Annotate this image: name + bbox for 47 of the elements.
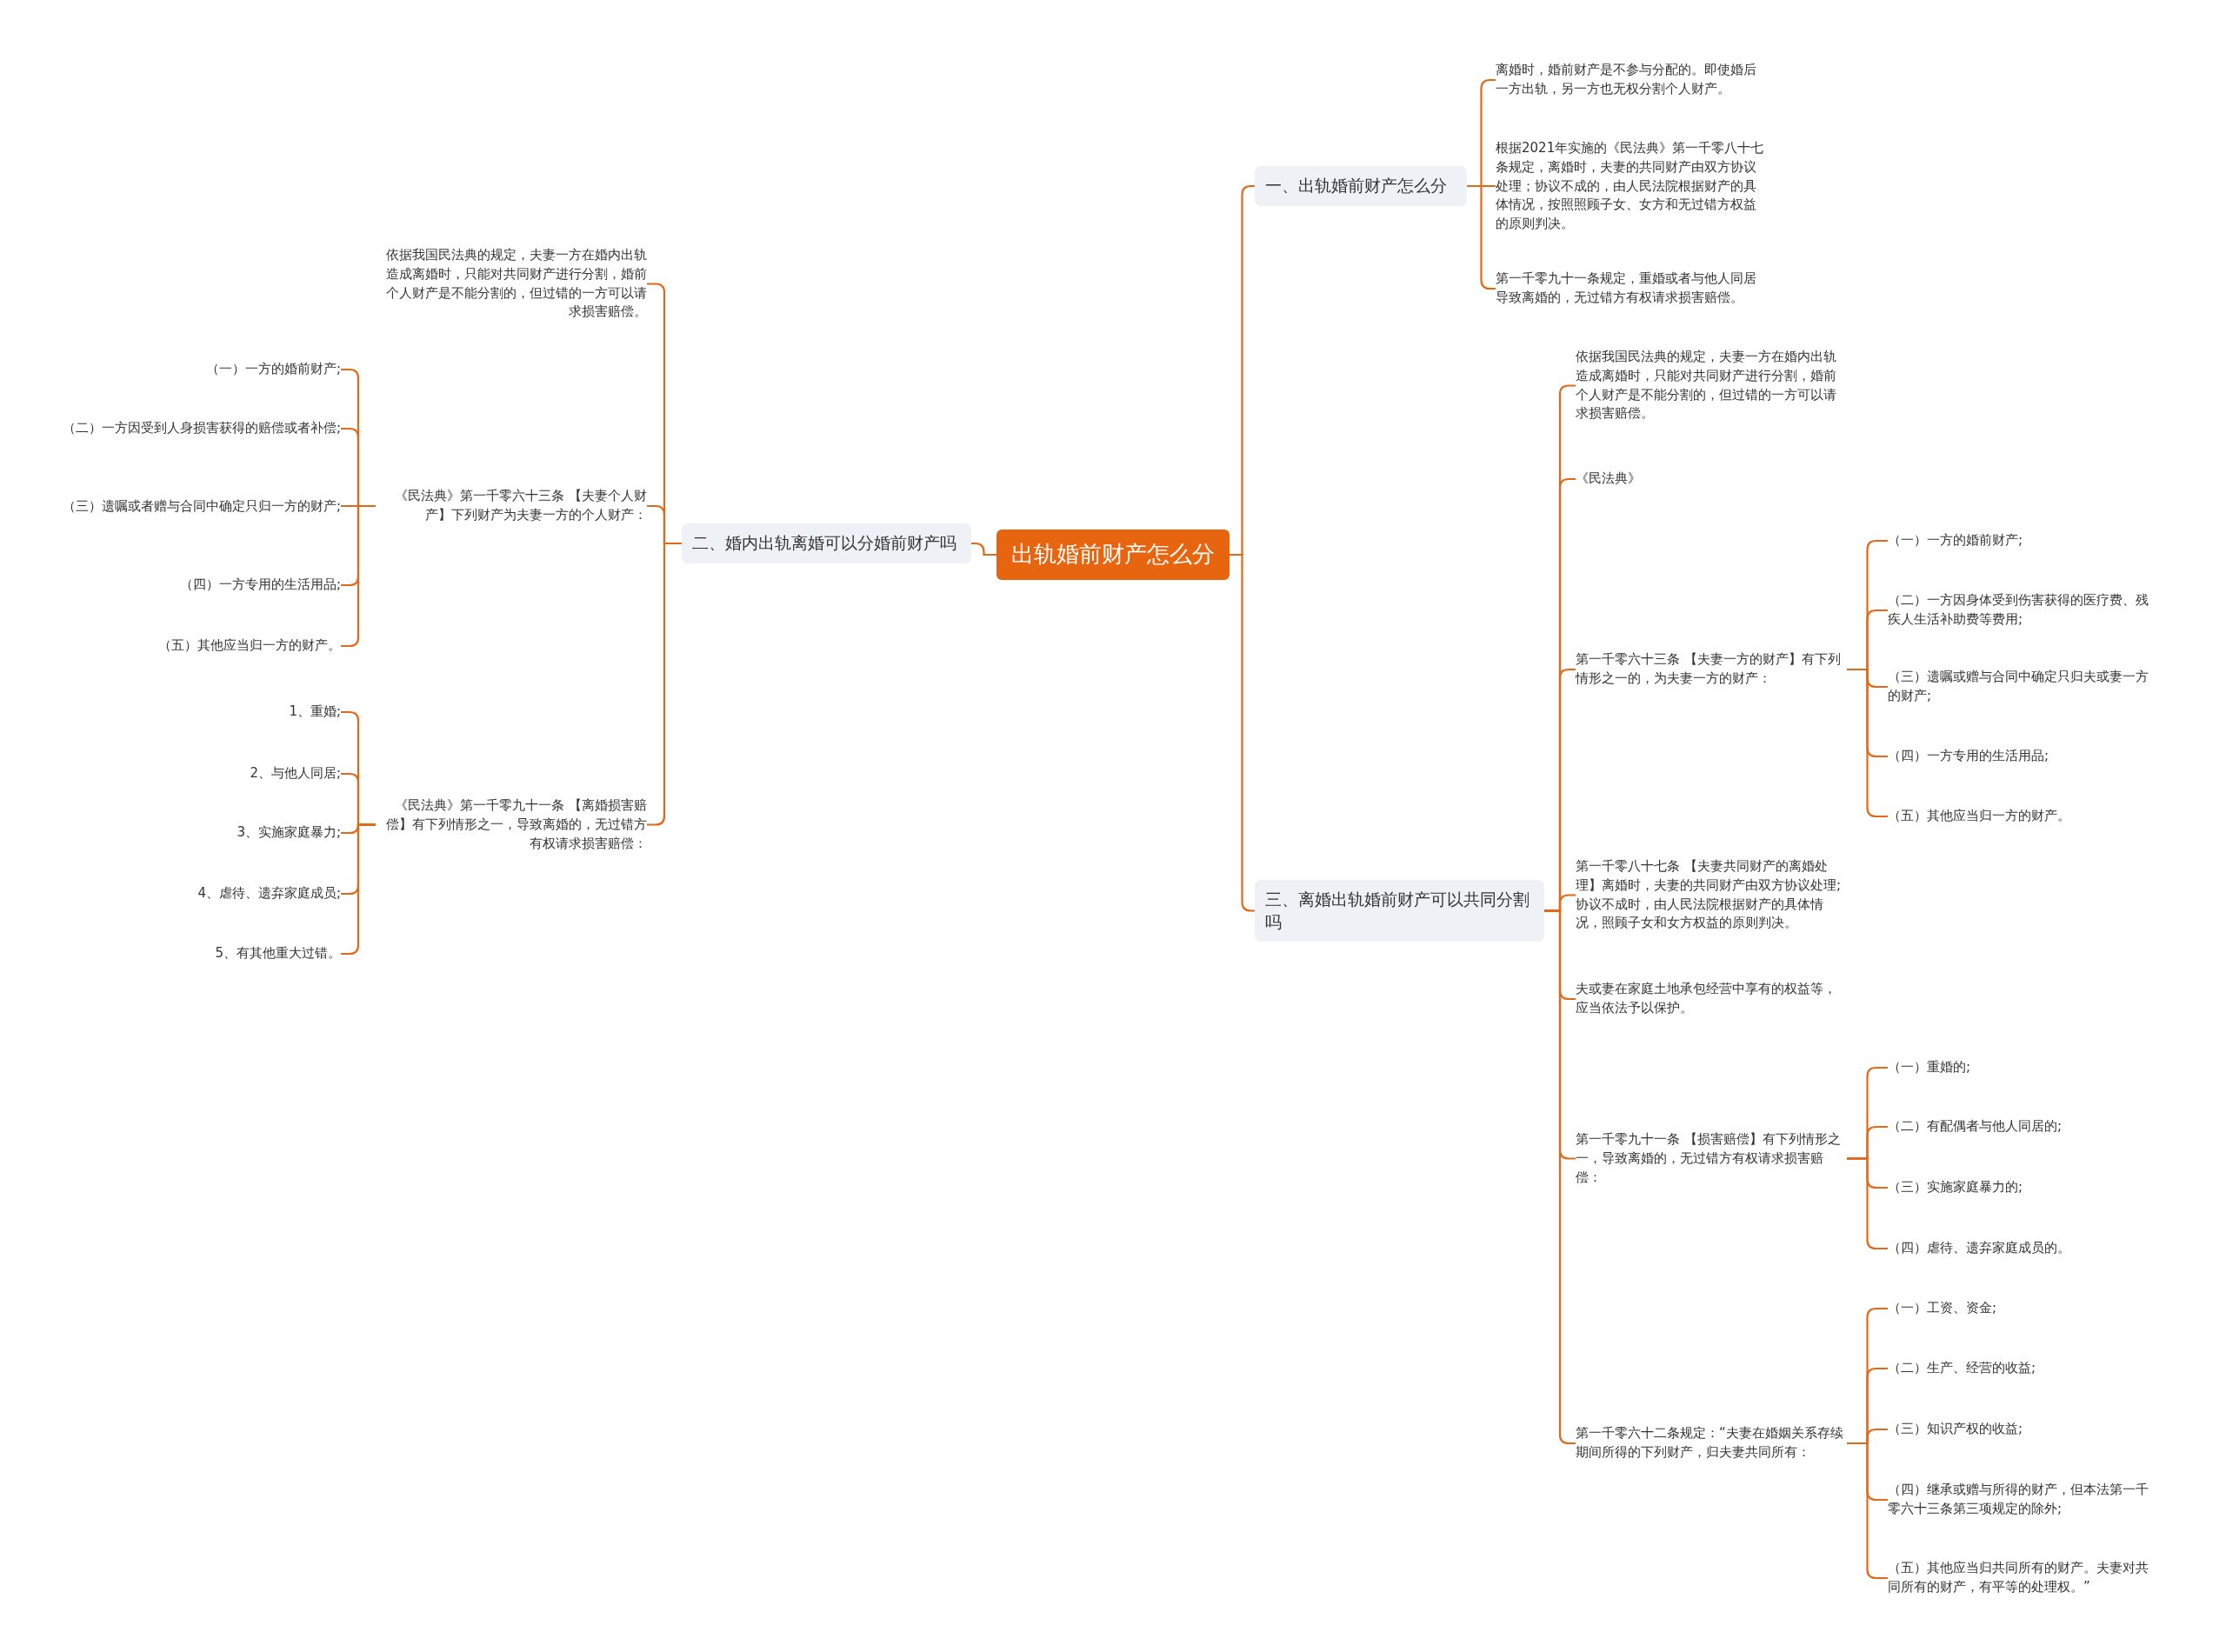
central-topic-box: [996, 530, 1230, 580]
note-text: 3、实施家庭暴力;: [52, 823, 341, 843]
note-text: 根据2021年实施的《民法典》第一千零八十七条规定，离婚时，夫妻的共同财产由双方协议处理；协议不成的，由人民法院根据财产的具体情况，按照照顾子女、女方和无过错方权益的原则判决。: [1496, 139, 1767, 234]
note-text: （五）其他应当归共同所有的财产。夫妻对共同所有的财产，有平等的处理权。”: [1888, 1559, 2159, 1597]
note-text: 依据我国民法典的规定，夫妻一方在婚内出轨造成离婚时，只能对共同财产进行分割，婚前个人财产是不能分割的，但过错的一方可以请求损害赔偿。: [376, 246, 647, 322]
note-text: 第一千零九十一条 【损害赔偿】有下列情形之一，导致离婚的，无过错方有权请求损害赔偿：: [1576, 1130, 1847, 1188]
central-topic-text: 出轨婚前财产怎么分: [1010, 540, 1216, 569]
note-text: 依据我国民法典的规定，夫妻一方在婚内出轨造成离婚时，只能对共同财产进行分割，婚前个人财产是不能分割的，但过错的一方可以请求损害赔偿。: [1576, 348, 1847, 423]
note-text: 4、虐待、遗弃家庭成员;: [52, 884, 341, 903]
note-text: （一）一方的婚前财产;: [1888, 531, 2159, 550]
note-text: 夫或妻在家庭土地承包经营中享有的权益等，应当依法予以保护。: [1576, 980, 1847, 1018]
note-text: （二）一方因受到人身损害获得的赔偿或者补偿;: [52, 419, 341, 438]
note-text: 1、重婚;: [52, 703, 341, 722]
topic-text: 一、出轨婚前财产怎么分: [1265, 175, 1448, 197]
topic-box: [682, 523, 971, 563]
note-text: （一）工资、资金;: [1888, 1299, 2159, 1318]
connector-line: [1230, 553, 1255, 912]
note-text: 第一千零八十七条 【夫妻共同财产的离婚处理】离婚时，夫妻的共同财产由双方协议处理;协议不成时，由人民法院根据财产的具体情况，照顾子女和女方权益的原则判决。: [1576, 857, 1847, 933]
note-text: （五）其他应当归一方的财产。: [52, 636, 341, 656]
note-text: 《民法典》: [1576, 470, 1847, 489]
topic-text: 三、离婚出轨婚前财产可以共同分割吗: [1265, 889, 1530, 933]
note-text: 第一千零九十一条规定，重婚或者与他人同居导致离婚的，无过错方有权请求损害赔偿。: [1496, 270, 1767, 308]
note-text: （二）生产、经营的收益;: [1888, 1359, 2159, 1378]
note-text: 第一千零六十三条 【夫妻一方的财产】有下列情形之一的，为夫妻一方的财产：: [1576, 650, 1847, 689]
note-text: （二）一方因身体受到伤害获得的医疗费、残疾人生活补助费等费用;: [1888, 591, 2159, 629]
note-text: （三）知识产权的收益;: [1888, 1420, 2159, 1439]
note-text: （五）其他应当归一方的财产。: [1888, 807, 2159, 826]
note-text: 离婚时，婚前财产是不参与分配的。即使婚后一方出轨，另一方也无权分割个人财产。: [1496, 61, 1767, 99]
note-text: 第一千零六十二条规定：“夫妻在婚姻关系存续期间所得的下列财产，归夫妻共同所有：: [1576, 1424, 1847, 1462]
note-text: （四）一方专用的生活用品;: [1888, 747, 2159, 766]
connector-line: [971, 542, 996, 556]
note-text: 2、与他人同居;: [52, 764, 341, 783]
note-text: （四）继承或赠与所得的财产，但本法第一千零六十三条第三项规定的除外;: [1888, 1481, 2159, 1519]
note-text: （三）遗嘱或者赠与合同中确定只归一方的财产;: [52, 497, 341, 516]
note-text: （三）遗嘱或赠与合同中确定只归夫或妻一方的财产;: [1888, 668, 2159, 706]
note-text: （三）实施家庭暴力的;: [1888, 1178, 2159, 1197]
topic-box: [1255, 166, 1467, 206]
note-text: 《民法典》第一千零六十三条 【夫妻个人财产】下列财产为夫妻一方的个人财产：: [376, 487, 647, 525]
note-text: （四）一方专用的生活用品;: [52, 576, 341, 595]
note-text: （一）一方的婚前财产;: [52, 360, 341, 379]
note-text: 5、有其他重大过错。: [52, 944, 341, 963]
note-text: 《民法典》第一千零九十一条 【离婚损害赔偿】有下列情形之一，导致离婚的，无过错方有权请求损害赔偿：: [376, 796, 647, 854]
note-text: （四）虐待、遗弃家庭成员的。: [1888, 1239, 2159, 1258]
topic-text: 二、婚内出轨离婚可以分婚前财产吗: [692, 532, 957, 554]
note-text: （一）重婚的;: [1888, 1058, 2159, 1077]
note-text: （二）有配偶者与他人同居的;: [1888, 1117, 2159, 1136]
topic-box: [1255, 880, 1544, 943]
